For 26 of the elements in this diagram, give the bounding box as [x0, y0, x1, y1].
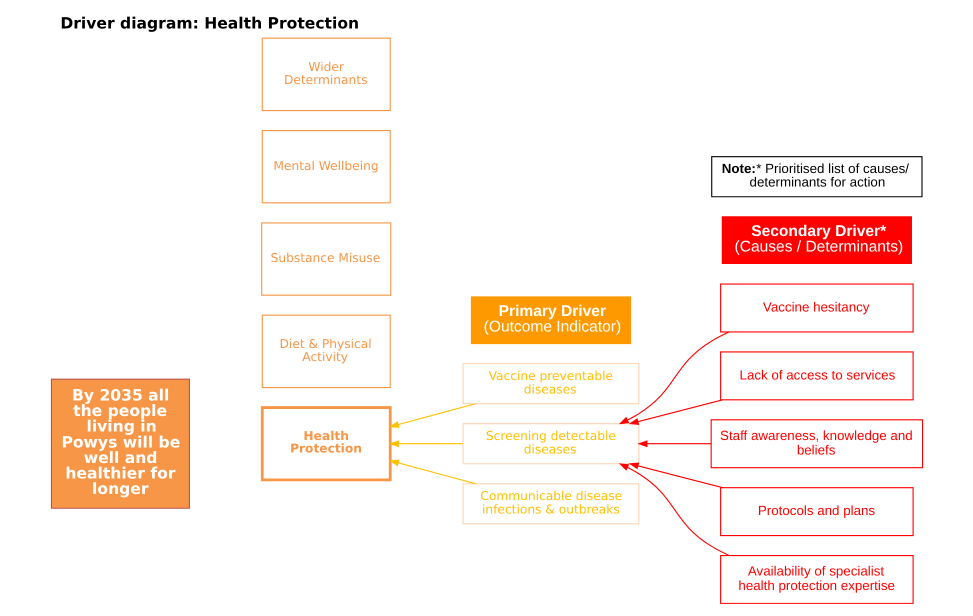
node-box: Lack of access to services [720, 351, 914, 400]
node-box: Primary Driver (Outcome Indicator) [470, 296, 631, 344]
diagram-title: Driver diagram: Health Protection [60, 14, 359, 32]
arrow [636, 440, 711, 448]
node-box: Diet & Physical Activity [261, 314, 390, 388]
node-box: Availability of specialist health protection expertise [720, 554, 914, 604]
arrow [618, 463, 728, 556]
node-box: Substance Misuse [260, 222, 391, 296]
arrow [388, 460, 476, 484]
node-box: Communicable disease infections & outbreaks [462, 483, 639, 524]
node-box: Secondary Driver* (Causes / Determinants) [721, 216, 912, 264]
node-box: By 2035 all the people living in Powys will be well and healthier for longer [50, 378, 190, 509]
node-box: Wider Determinants [261, 38, 390, 112]
node-box: Note:* Prioritised list of causes/ determinants for action [710, 156, 922, 198]
node-box: Mental Wellbeing [261, 130, 390, 204]
arrow [628, 399, 722, 425]
node-box: Health Protection [260, 406, 392, 482]
arrow [628, 462, 722, 488]
arrow [618, 332, 728, 424]
arrow [388, 440, 462, 448]
node-box: Vaccine hesitancy [720, 284, 914, 332]
node-box: Staff awareness, knowledge and beliefs [710, 419, 923, 468]
node-box: Protocols and plans [720, 487, 914, 536]
node-box: Vaccine preventable diseases [462, 363, 639, 404]
node-box: Screening detectable diseases [462, 423, 639, 464]
arrow [388, 403, 476, 428]
